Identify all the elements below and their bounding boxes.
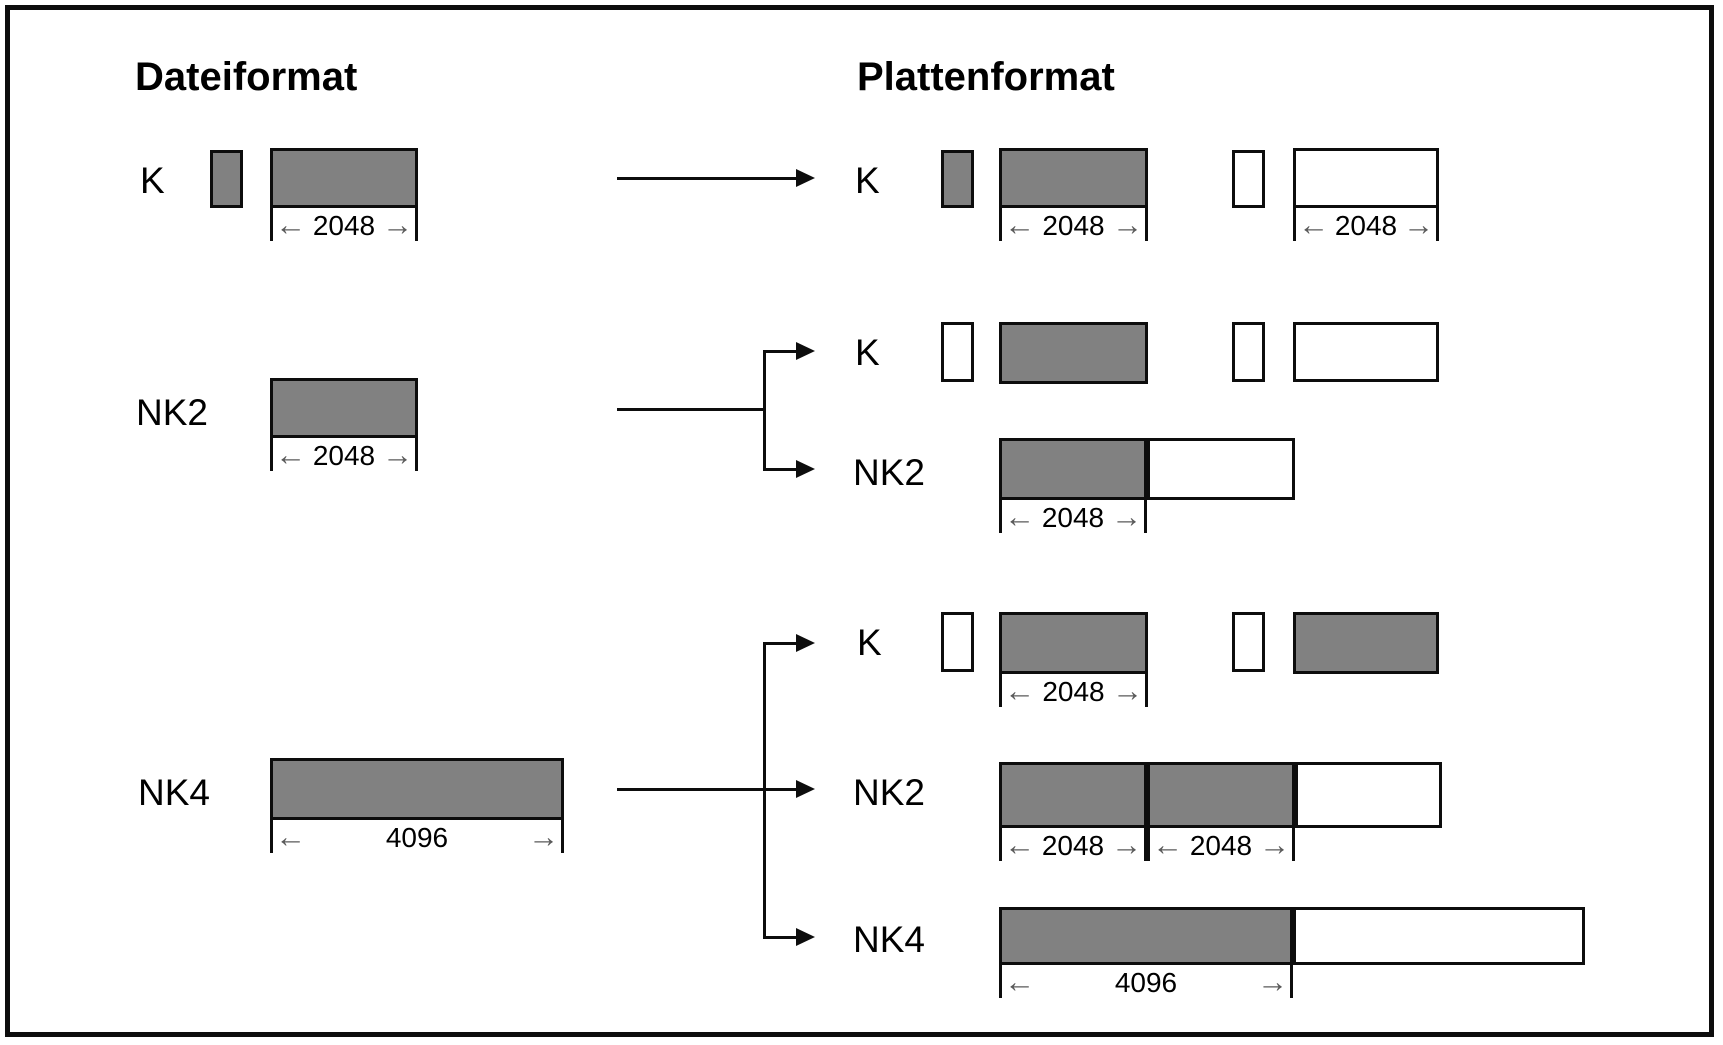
dimension: ← 4096 →	[270, 820, 564, 853]
disk-format-g2-k-label: K	[855, 332, 880, 373]
arrow-left-icon: ←	[275, 437, 306, 472]
dimension-value: 2048	[1041, 829, 1105, 861]
figure-border	[5, 5, 1714, 1037]
data-block	[270, 148, 418, 208]
file-format-nk4-label: NK4	[138, 772, 210, 813]
arrow-right-icon: →	[1110, 499, 1142, 534]
key-block-empty	[1232, 612, 1265, 672]
dimension: ← 2048 →	[999, 828, 1147, 861]
flow-arrow-line	[617, 408, 765, 411]
file-format-k-label: K	[140, 160, 165, 201]
file-format-nk2-label: NK2	[136, 392, 208, 433]
dimension-value: 4096	[1114, 966, 1178, 998]
dimension: ← 2048 →	[1147, 828, 1295, 861]
arrow-left-icon: ←	[1152, 827, 1183, 862]
arrow-left-icon: ←	[1004, 827, 1035, 862]
disk-format-g2-nk2-label: NK2	[853, 452, 925, 493]
arrow-right-icon: →	[381, 437, 413, 472]
key-block	[941, 150, 974, 208]
dimension-value: 4096	[385, 821, 449, 853]
data-block	[999, 322, 1148, 384]
data-block	[270, 378, 418, 438]
arrow-left-icon: ←	[1004, 499, 1035, 534]
data-block	[270, 758, 564, 820]
data-block-empty	[1295, 762, 1442, 828]
arrowhead-icon	[796, 460, 815, 478]
disk-format-g3-nk4-label: NK4	[853, 919, 925, 960]
disk-format-g3-k-label: K	[857, 622, 882, 663]
dimension: ← 2048 →	[999, 208, 1148, 241]
data-block-empty	[1147, 438, 1295, 500]
disk-format-g1-k-label: K	[855, 160, 880, 201]
arrow-right-icon: →	[1111, 207, 1143, 242]
data-block	[1293, 612, 1439, 674]
data-block	[999, 148, 1148, 208]
data-block-empty	[1293, 322, 1439, 382]
arrow-left-icon: ←	[1004, 964, 1035, 999]
data-block	[999, 438, 1147, 500]
flow-arrow-line	[765, 788, 798, 791]
flow-arrow-line	[617, 788, 765, 791]
arrow-left-icon: ←	[275, 819, 306, 854]
data-block	[999, 612, 1148, 674]
dimension: ← 2048 →	[270, 438, 418, 471]
arrow-right-icon: →	[1111, 673, 1143, 708]
arrow-left-icon: ←	[275, 207, 306, 242]
dimension-value: 2048	[1042, 209, 1105, 241]
data-block	[999, 907, 1293, 965]
data-block-empty	[1293, 148, 1439, 208]
key-block-empty	[1232, 322, 1265, 382]
dimension-value: 2048	[312, 209, 376, 241]
key-block-empty	[941, 322, 974, 382]
arrow-left-icon: ←	[1004, 207, 1035, 242]
data-block	[999, 762, 1147, 828]
flow-arrow-line	[765, 642, 798, 645]
arrow-left-icon: ←	[1004, 673, 1035, 708]
key-block-empty	[941, 612, 974, 672]
dimension: ← 2048 →	[999, 500, 1147, 533]
arrow-left-icon: ←	[1298, 207, 1329, 242]
dimension: ← 4096 →	[999, 965, 1293, 998]
branch-line	[763, 642, 766, 939]
data-block	[1147, 762, 1295, 828]
dimension-value: 2048	[1041, 501, 1105, 533]
dimension: ← 2048 →	[1293, 208, 1439, 241]
dimension: ← 2048 →	[999, 674, 1148, 707]
dimension-value: 2048	[312, 439, 376, 471]
dimension-value: 2048	[1189, 829, 1253, 861]
arrowhead-icon	[796, 928, 815, 946]
arrow-right-icon: →	[1258, 827, 1290, 862]
arrow-right-icon: →	[1402, 207, 1434, 242]
flow-arrow-line	[765, 350, 798, 353]
dimension-value: 2048	[1042, 675, 1105, 707]
column-title-plattenformat: Plattenformat	[857, 55, 1115, 99]
arrowhead-icon	[796, 169, 815, 187]
data-block-empty	[1293, 907, 1585, 965]
flow-arrow-line	[617, 177, 797, 180]
flow-arrow-line	[765, 468, 798, 471]
dimension: ← 2048 →	[270, 208, 418, 241]
key-block-empty	[1232, 150, 1265, 208]
arrow-right-icon: →	[1256, 964, 1288, 999]
arrowhead-icon	[796, 634, 815, 652]
dimension-value: 2048	[1334, 209, 1398, 241]
arrow-right-icon: →	[381, 207, 413, 242]
disk-format-g3-nk2-label: NK2	[853, 772, 925, 813]
arrow-right-icon: →	[527, 819, 559, 854]
flow-arrow-line	[765, 936, 798, 939]
arrow-right-icon: →	[1110, 827, 1142, 862]
key-block	[210, 150, 243, 208]
branch-line	[763, 350, 766, 471]
arrowhead-icon	[796, 342, 815, 360]
column-title-dateiformat: Dateiformat	[135, 55, 358, 99]
arrowhead-icon	[796, 780, 815, 798]
